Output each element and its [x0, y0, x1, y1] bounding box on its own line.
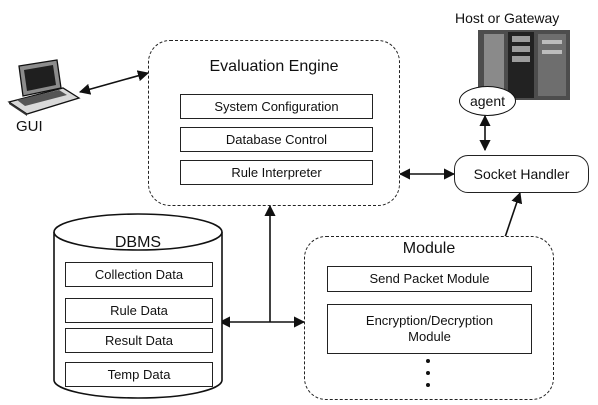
result-data-box: Result Data [65, 328, 213, 353]
agent-ellipse [459, 86, 516, 116]
encryption-decryption-label: Encryption/Decryption [365, 313, 494, 328]
temp-data-label: Temp Data [107, 366, 171, 382]
ellipsis-dot [426, 383, 430, 387]
temp-data-box: Temp Data [65, 362, 213, 387]
server-icon [478, 30, 570, 100]
encryption-module-label: Module [408, 329, 451, 344]
collection-data-label: Collection Data [94, 266, 184, 282]
evaluation-engine-title: Evaluation Engine [209, 58, 339, 75]
ellipsis-dot [426, 359, 430, 363]
agent-label: agent [469, 93, 506, 109]
computer-icon [7, 59, 81, 116]
rule-interpreter-label: Rule Interpreter [231, 164, 322, 180]
result-data-label: Result Data [105, 332, 173, 348]
send-packet-module-label: Send Packet Module [369, 271, 490, 286]
collection-data-box: Collection Data [65, 262, 213, 287]
encryption-decryption-module-box: Encryption/Decryption Module [327, 304, 532, 354]
rule-data-label: Rule Data [110, 302, 168, 318]
dbms-title: DBMS [114, 234, 162, 251]
system-configuration-label: System Configuration [214, 98, 339, 114]
database-control-label: Database Control [225, 131, 328, 147]
system-configuration-box: System Configuration [180, 94, 373, 119]
gui-label: GUI [16, 118, 43, 135]
host-title: Host or Gateway [455, 10, 560, 26]
send-packet-module-box: Send Packet Module [327, 266, 532, 292]
gui-engine-arrow [78, 70, 150, 95]
socket-handler-label: Socket Handler [473, 166, 570, 182]
rule-data-box: Rule Data [65, 298, 213, 323]
socket-handler-box: Socket Handler [454, 155, 589, 193]
ellipsis-dot [426, 371, 430, 375]
rule-interpreter-box: Rule Interpreter [180, 160, 373, 185]
module-title: Module [402, 240, 456, 257]
database-control-box: Database Control [180, 127, 373, 152]
